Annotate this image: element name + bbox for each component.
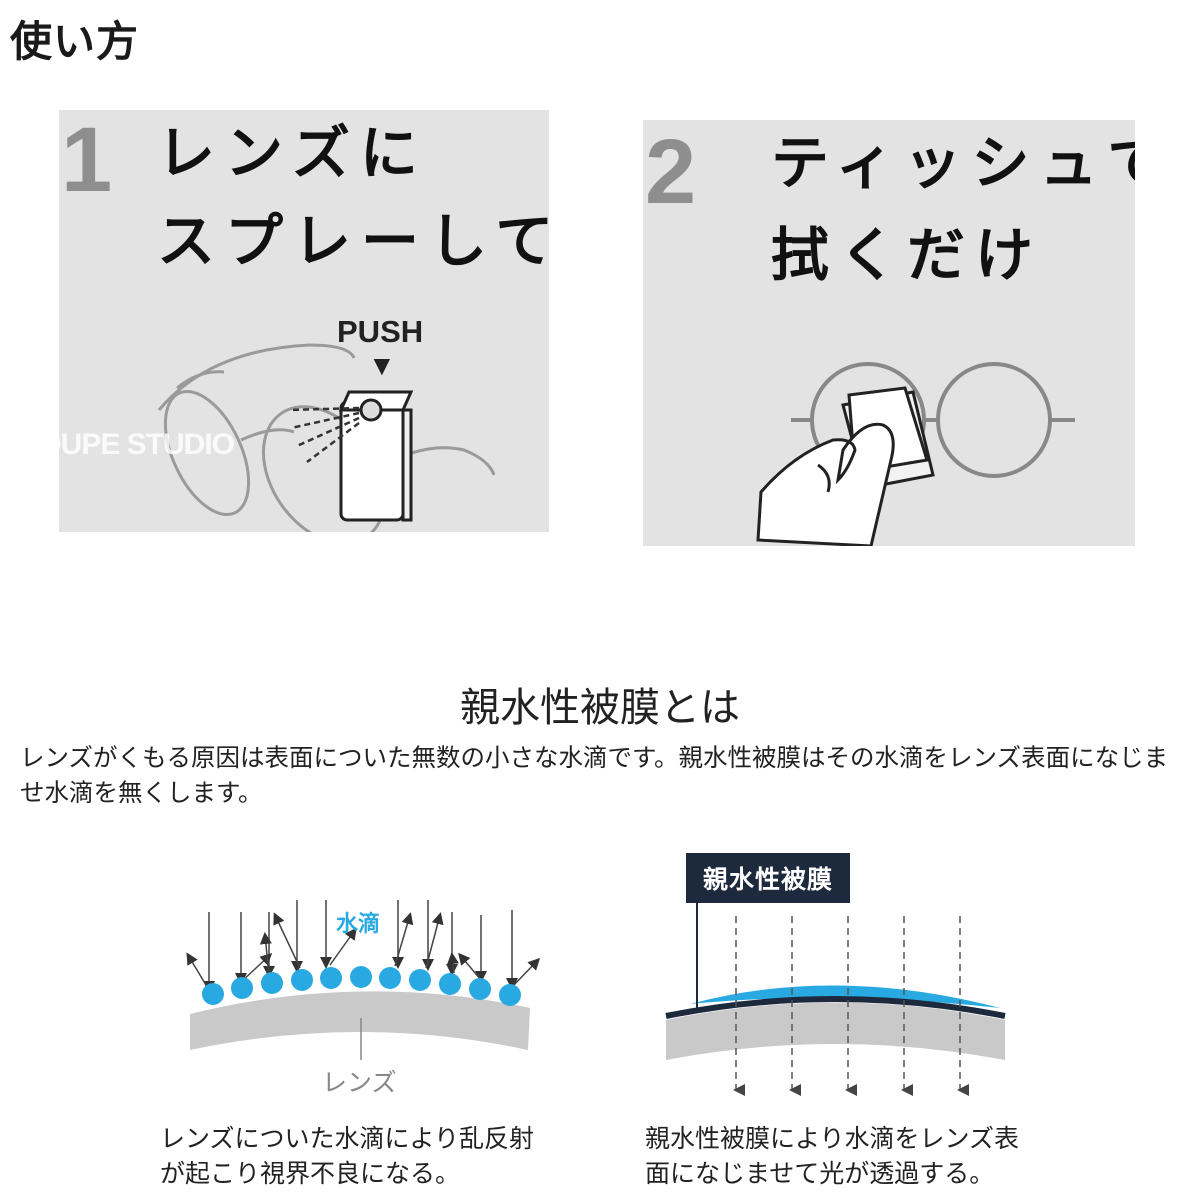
spray-bottle	[338, 390, 414, 522]
hand	[756, 422, 895, 546]
caption-left-line1: レンズについた水滴により乱反射	[160, 1124, 535, 1153]
spray-glasses-illustration	[157, 343, 496, 532]
caption-left-line2: が起こり視界不良になる。	[160, 1159, 461, 1188]
step-text-line2: 拭くだけ	[771, 221, 1044, 289]
push-arrow-icon: ▼	[368, 350, 396, 381]
section-description: レンズがくもる原因は表面についた無数の小さな水滴です。親水性被膜はその水滴をレン…	[20, 743, 1169, 807]
page-title: 使い方	[10, 17, 140, 66]
coating-badge: 親水性被膜	[686, 853, 850, 903]
step-number: 2	[645, 121, 697, 223]
wipe-glasses-illustration	[756, 362, 1075, 546]
step-1-panel: 1 レンズに スプレーして PUSH ▼ LOUPE STUDIO	[59, 110, 549, 532]
step-text-line1: ティッシュで	[771, 129, 1135, 197]
push-label: PUSH	[337, 314, 424, 349]
step-2-panel: 2 ティッシュで 拭くだけ	[643, 120, 1135, 546]
water-droplets	[202, 966, 521, 1006]
caption-right-line2: 面になじませて光が透過する。	[645, 1159, 995, 1188]
lens-label: レンズ	[322, 1068, 397, 1097]
step-text-line2: スプレーして	[157, 207, 549, 275]
step-text-line1: レンズに	[157, 119, 428, 187]
watermark-logo: LOUPE STUDIO	[59, 428, 235, 461]
section-title: 親水性被膜とは	[460, 685, 740, 731]
caption-right-line1: 親水性被膜により水滴をレンズ表	[645, 1124, 1020, 1153]
droplet-label: 水滴	[336, 912, 381, 937]
step-number: 1	[61, 110, 113, 211]
